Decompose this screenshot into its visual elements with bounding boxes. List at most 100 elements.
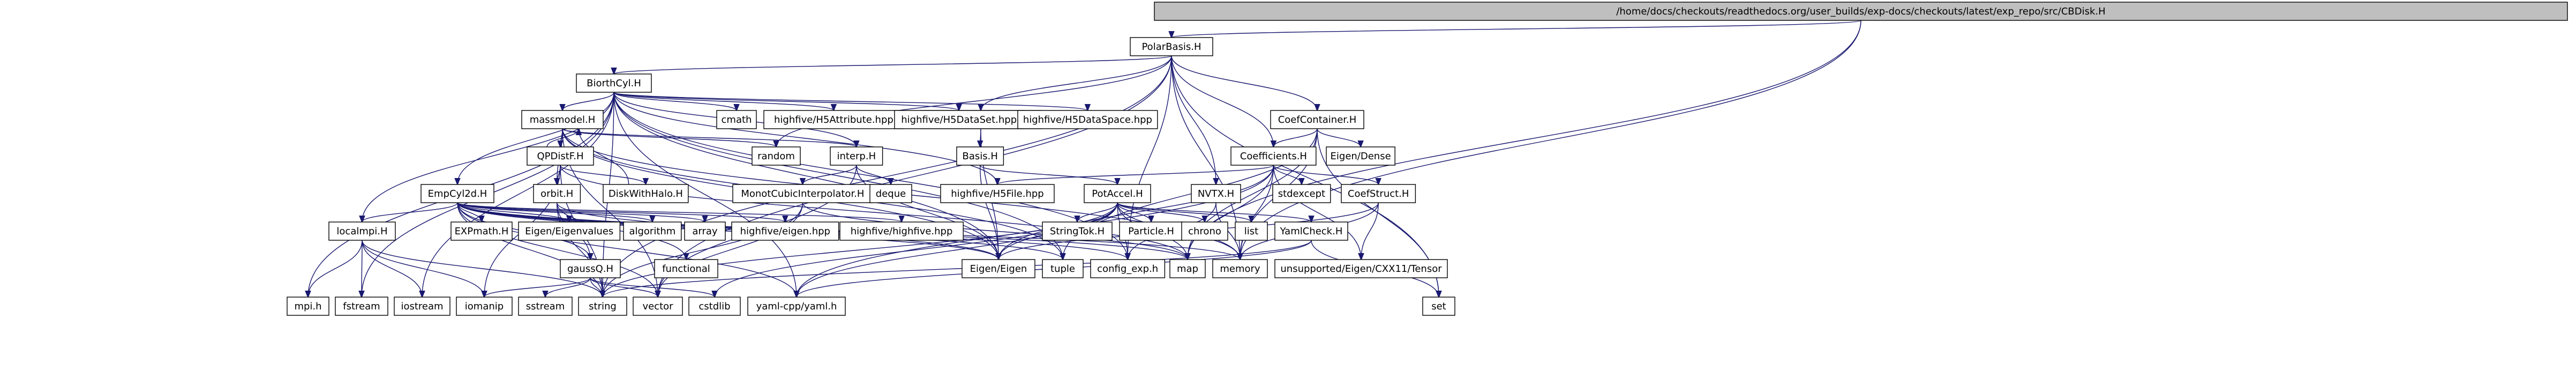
node-box-set[interactable] — [1422, 297, 1455, 316]
node-box-basis[interactable] — [956, 146, 1004, 166]
node-box-hfhighfive[interactable] — [839, 221, 964, 241]
node-cstdlib[interactable]: cstdlib — [688, 297, 741, 316]
node-box-yamlcheck[interactable] — [1274, 221, 1348, 241]
node-list[interactable]: list — [1235, 221, 1268, 241]
node-iostream[interactable]: iostream — [394, 297, 450, 316]
node-box-potaccel[interactable] — [1084, 184, 1151, 203]
node-box-iomanip[interactable] — [456, 297, 513, 316]
node-expmath[interactable]: EXPmath.H — [450, 221, 513, 241]
node-box-fstream[interactable] — [335, 297, 388, 316]
node-box-string[interactable] — [578, 297, 627, 316]
node-box-biorthcyl[interactable] — [576, 73, 652, 93]
node-iomanip[interactable]: iomanip — [456, 297, 513, 316]
node-polarbasis[interactable]: PolarBasis.H — [1130, 37, 1213, 56]
node-box-diskwithhalo[interactable] — [603, 184, 689, 203]
node-box-monotoniccubic[interactable] — [732, 184, 873, 203]
node-box-coefficients[interactable] — [1230, 146, 1317, 166]
node-memory[interactable]: memory — [1212, 259, 1268, 278]
node-functional[interactable]: functional — [654, 259, 718, 278]
node-box-localmpi[interactable] — [328, 221, 396, 241]
node-potaccel[interactable]: PotAccel.H — [1084, 184, 1151, 203]
node-box-eigeneigen[interactable] — [962, 259, 1035, 278]
node-box-random[interactable] — [752, 146, 801, 166]
node-box-h5file[interactable] — [940, 184, 1055, 203]
node-box-nvtx[interactable] — [1191, 184, 1241, 203]
node-box-coefstruct[interactable] — [1341, 184, 1416, 203]
node-coefcontainer[interactable]: CoefContainer.H — [1270, 110, 1364, 129]
node-configexp[interactable]: config_exp.h — [1090, 259, 1166, 278]
node-box-yamlcpp[interactable] — [747, 297, 846, 316]
node-box-list[interactable] — [1235, 221, 1268, 241]
node-deque[interactable]: deque — [869, 184, 912, 203]
node-box-tensor[interactable] — [1274, 259, 1448, 278]
node-box-sstream[interactable] — [518, 297, 573, 316]
node-random[interactable]: random — [752, 146, 801, 166]
node-h5file[interactable]: highfive/H5File.hpp — [940, 184, 1055, 203]
node-box-h5dataspace[interactable] — [1017, 110, 1158, 129]
node-box-configexp[interactable] — [1090, 259, 1166, 278]
node-box-array[interactable] — [684, 221, 726, 241]
node-qpdistf[interactable]: QPDistF.H — [527, 146, 594, 166]
node-map[interactable]: map — [1169, 259, 1206, 278]
node-coefficients[interactable]: Coefficients.H — [1230, 146, 1317, 166]
node-eigeneigen[interactable]: Eigen/Eigen — [962, 259, 1035, 278]
node-box-orbit[interactable] — [533, 184, 581, 203]
node-stringtok[interactable]: StringTok.H — [1042, 221, 1113, 241]
node-box-cstdlib[interactable] — [688, 297, 741, 316]
node-set[interactable]: set — [1422, 297, 1455, 316]
node-nvtx[interactable]: NVTX.H — [1191, 184, 1241, 203]
node-empcyl2d[interactable]: EmpCyl2d.H — [420, 184, 494, 203]
node-box-vector[interactable] — [633, 297, 683, 316]
node-box-hfeigen[interactable] — [731, 221, 839, 241]
node-box-qpdistf[interactable] — [527, 146, 594, 166]
node-monotoniccubic[interactable]: MonotCubicInterpolator.H — [732, 184, 873, 203]
node-coefstruct[interactable]: CoefStruct.H — [1341, 184, 1416, 203]
node-basis[interactable]: Basis.H — [956, 146, 1004, 166]
node-particle[interactable]: Particle.H — [1119, 221, 1183, 241]
node-box-empcyl2d[interactable] — [420, 184, 494, 203]
node-box-algorithm[interactable] — [623, 221, 682, 241]
node-algorithm[interactable]: algorithm — [623, 221, 682, 241]
node-orbit[interactable]: orbit.H — [533, 184, 581, 203]
node-interp[interactable]: interp.H — [830, 146, 883, 166]
node-massmodel[interactable]: massmodel.H — [521, 110, 604, 129]
node-box-mpih[interactable] — [287, 297, 329, 316]
node-box-interp[interactable] — [830, 146, 883, 166]
node-hfhighfive[interactable]: highfive/highfive.hpp — [839, 221, 964, 241]
node-chrono[interactable]: chrono — [1181, 221, 1228, 241]
node-cmath[interactable]: cmath — [716, 110, 757, 129]
node-diskwithhalo[interactable]: DiskWithHalo.H — [603, 184, 689, 203]
node-box-iostream[interactable] — [394, 297, 450, 316]
node-box-chrono[interactable] — [1181, 221, 1228, 241]
node-box-massmodel[interactable] — [521, 110, 604, 129]
node-box-map[interactable] — [1169, 259, 1206, 278]
node-box-functional[interactable] — [654, 259, 718, 278]
node-box-tuple[interactable] — [1042, 259, 1084, 278]
node-box-h5dataset[interactable] — [894, 110, 1024, 129]
node-vector[interactable]: vector — [633, 297, 683, 316]
node-localmpi[interactable]: localmpi.H — [328, 221, 396, 241]
node-fstream[interactable]: fstream — [335, 297, 388, 316]
node-tensor[interactable]: unsupported/Eigen/CXX11/Tensor — [1274, 259, 1448, 278]
node-array[interactable]: array — [684, 221, 726, 241]
node-h5attribute[interactable]: highfive/H5Attribute.hpp — [763, 110, 904, 129]
node-box-eigenvalues[interactable] — [518, 221, 621, 241]
node-gaussq[interactable]: gaussQ.H — [560, 259, 621, 278]
node-mpih[interactable]: mpi.h — [287, 297, 329, 316]
node-box-stringtok[interactable] — [1042, 221, 1113, 241]
node-eigendense[interactable]: Eigen/Dense — [1326, 146, 1395, 166]
node-h5dataset[interactable]: highfive/H5DataSet.hpp — [894, 110, 1024, 129]
node-tuple[interactable]: tuple — [1042, 259, 1084, 278]
node-hfeigen[interactable]: highfive/eigen.hpp — [731, 221, 839, 241]
node-sstream[interactable]: sstream — [518, 297, 573, 316]
node-box-expmath[interactable] — [450, 221, 513, 241]
node-string[interactable]: string — [578, 297, 627, 316]
node-box-cmath[interactable] — [716, 110, 757, 129]
node-h5dataspace[interactable]: highfive/H5DataSpace.hpp — [1017, 110, 1158, 129]
node-yamlcheck[interactable]: YamlCheck.H — [1274, 221, 1348, 241]
node-box-gaussq[interactable] — [560, 259, 621, 278]
node-biorthcyl[interactable]: BiorthCyl.H — [576, 73, 652, 93]
node-box-memory[interactable] — [1212, 259, 1268, 278]
node-eigenvalues[interactable]: Eigen/Eigenvalues — [518, 221, 621, 241]
node-box-stdexcept[interactable] — [1272, 184, 1331, 203]
